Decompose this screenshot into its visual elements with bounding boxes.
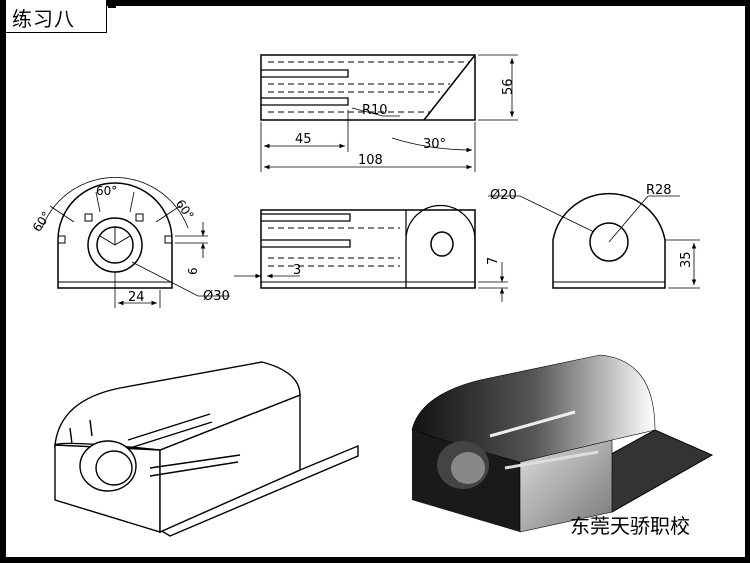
school-caption: 东莞天骄职校 [570, 514, 690, 538]
dim-45: 45 [295, 132, 312, 147]
dim-angle-right: 60° [173, 197, 197, 222]
dim-24: 24 [128, 290, 145, 305]
title-corner-mark [108, 0, 116, 8]
dim-dia-20: Ø20 [490, 188, 517, 203]
front-view [41, 177, 230, 308]
dim-angle-top: 60° [96, 184, 117, 198]
dim-6: 6 [186, 267, 200, 275]
right-view [488, 192, 700, 289]
side-view [234, 204, 508, 302]
dim-3: 3 [293, 263, 301, 278]
dim-r10: R10 [362, 103, 388, 118]
dim-r28: R28 [646, 183, 672, 198]
exercise-title: 练习八 [12, 7, 75, 31]
isometric-line-drawing [54, 361, 359, 537]
isometric-shaded-rendering [411, 354, 714, 533]
dim-30-degree: 30° [423, 137, 446, 152]
title-box: 练习八 [6, 0, 107, 33]
dim-35: 35 [679, 251, 694, 268]
top-view [260, 54, 518, 172]
dim-108: 108 [358, 153, 383, 168]
dim-56: 56 [501, 78, 516, 95]
dim-dia-30: Ø30 [203, 289, 230, 304]
dim-7: 7 [486, 257, 501, 265]
